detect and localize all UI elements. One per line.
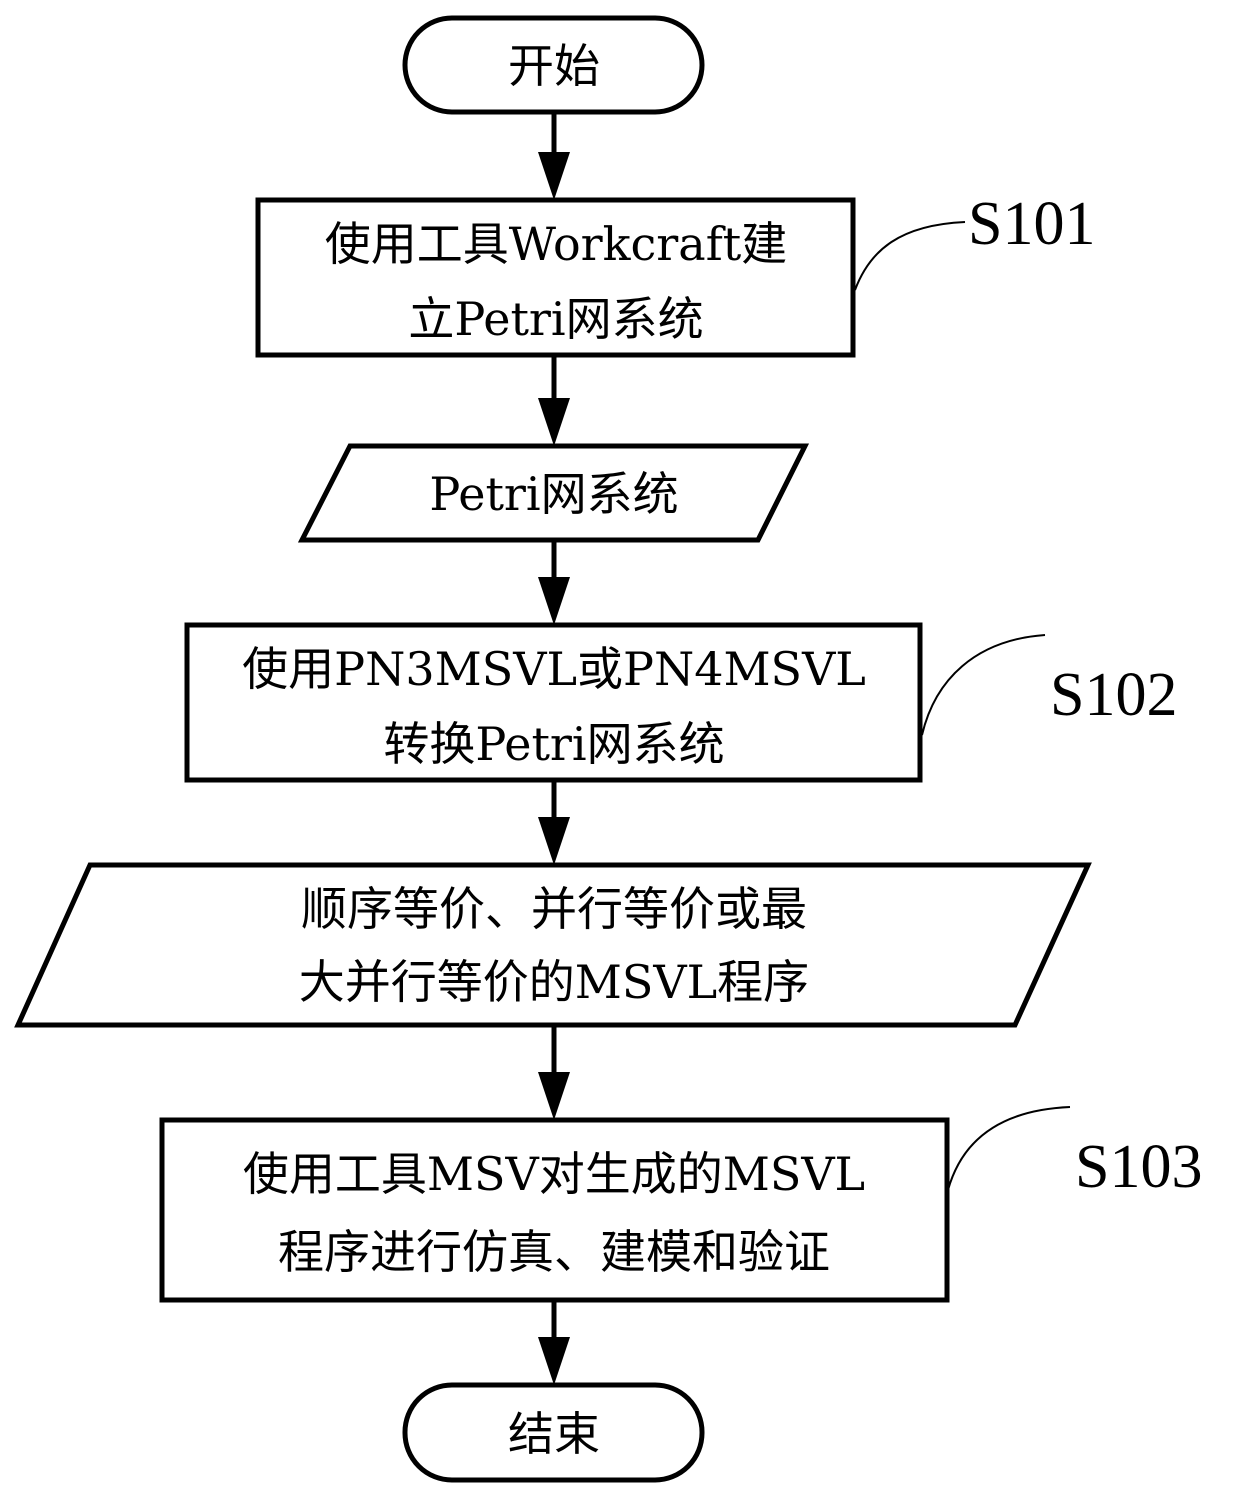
process-box: [159, 1117, 950, 1303]
step-leader-line: [921, 634, 1046, 736]
end-node: 结束: [402, 1382, 705, 1483]
step-label-s102: S102: [1050, 661, 1177, 729]
data-node-msvl-program: 顺序等价、并行等价或最 大并行等价的MSVL程序: [14, 862, 1092, 1028]
edge-s103-to-end: [538, 1300, 570, 1385]
process-s101-line-1: 使用工具Workcraft建: [325, 217, 787, 271]
data-parallelogram: [14, 862, 1092, 1028]
terminator-shape: [402, 1382, 705, 1483]
arrowhead-icon: [538, 398, 570, 446]
start-node: 开始: [402, 15, 705, 115]
step-label-s103: S103: [1075, 1133, 1202, 1201]
process-box: [184, 622, 923, 783]
edge-io2-to-s103: [538, 1025, 570, 1120]
arrowhead-icon: [538, 577, 570, 625]
process-s103-line-2: 程序进行仿真、建模和验证: [278, 1225, 830, 1279]
terminator-shape: [402, 15, 705, 115]
edge-start-to-s101: [538, 112, 570, 200]
edge-s102-to-io2: [538, 780, 570, 865]
data-msvl-line-2: 大并行等价的MSVL程序: [299, 955, 809, 1009]
process-s102: 使用PN3MSVL或PN4MSVL 转换Petri网系统 S102: [184, 622, 1177, 783]
edge-s101-to-io1: [538, 355, 570, 446]
process-s103-line-1: 使用工具MSV对生成的MSVL: [243, 1147, 865, 1201]
data-parallelogram: [297, 443, 810, 543]
process-s102-line-2: 转换Petri网系统: [383, 717, 724, 771]
connectors: [538, 112, 570, 1385]
process-s103: 使用工具MSV对生成的MSVL 程序进行仿真、建模和验证 S103: [159, 1106, 1202, 1303]
arrowhead-icon: [538, 817, 570, 865]
data-node-petri-net: Petri网系统: [297, 443, 810, 543]
process-s102-line-1: 使用PN3MSVL或PN4MSVL: [242, 642, 866, 696]
end-label: 结束: [508, 1407, 600, 1461]
data-petri-net-label: Petri网系统: [429, 467, 678, 521]
step-label-s101: S101: [968, 190, 1095, 258]
arrowhead-icon: [538, 1337, 570, 1385]
step-leader-line: [854, 221, 966, 291]
step-leader-line: [947, 1106, 1071, 1191]
arrowhead-icon: [538, 152, 570, 200]
process-box: [255, 197, 856, 358]
edge-io1-to-s102: [538, 540, 570, 625]
data-msvl-line-1: 顺序等价、并行等价或最: [301, 882, 807, 936]
process-s101-line-2: 立Petri网系统: [408, 292, 703, 346]
start-label: 开始: [508, 39, 600, 93]
arrowhead-icon: [538, 1072, 570, 1120]
process-s101: 使用工具Workcraft建 立Petri网系统 S101: [255, 190, 1095, 358]
